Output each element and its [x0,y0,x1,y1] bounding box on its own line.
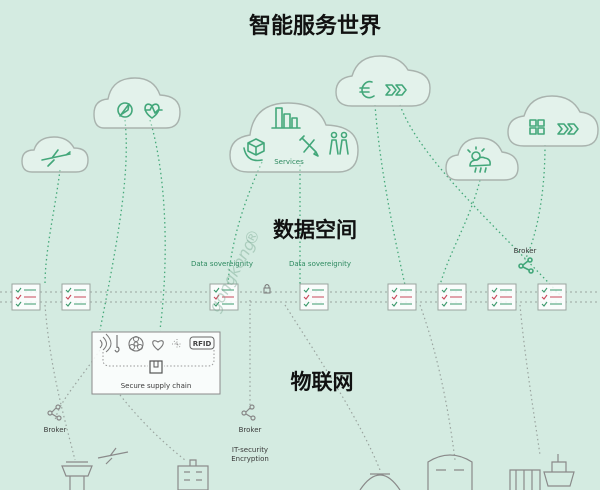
connector-node [487,283,517,311]
package-icon [149,360,163,374]
connector-node [537,283,567,311]
euro-icon [359,80,375,99]
data-sovereignity-label-2: Data sovereignity [289,260,351,268]
chart-icon [271,107,301,129]
ship-icon [543,454,575,487]
tower-icon [61,461,93,490]
warehouse-icon [427,454,473,490]
cloud-services: Services [229,102,359,173]
airplane-ground-icon [97,447,129,465]
people-icon [329,131,349,155]
broker-mid: Broker [239,404,262,434]
link-supply-broker [54,349,101,421]
connector-node [299,283,329,311]
iot-objects [61,447,575,490]
watermark-mark: ® [240,226,264,249]
share-node-icon [47,404,62,421]
crane-icon [509,469,541,490]
connector-node [209,283,239,311]
link-bottom-b [419,304,456,461]
cloud-euro [335,55,431,107]
link-airplane-cloud [44,169,61,286]
layer-title-top: 智能服务世界 [249,13,381,39]
compass-icon [117,102,133,118]
gear-small-icon [172,339,182,349]
secure-supply-chain-panel: RFID Secure supply chain [91,331,221,395]
thermometer-icon [114,335,120,353]
connector-node [387,283,417,311]
rfid-label: RFID [193,340,212,348]
connector-node [437,283,467,311]
services-label: Services [274,158,304,166]
tools-icon [299,135,319,157]
share-node-icon [241,404,256,421]
it-security-note: IT-security Encryption [231,446,269,463]
cloud-compass-health [93,77,181,129]
link-bottom-c [519,304,541,456]
it-security-label: IT-security [232,446,268,454]
link-tower [44,304,76,461]
grid-icon [529,119,545,135]
share-node-icon [518,257,534,274]
cloud-grid [507,95,599,147]
link-building [119,394,186,461]
cloud-links [44,104,561,471]
broker-top-label: Broker [514,247,537,255]
biohazard-icon [128,336,144,352]
rfid-tag: RFID [189,336,215,350]
link-euro-cloud-far [399,104,561,296]
link-euro-cloud [374,104,406,286]
layer-title-bottom: 物联网 [291,370,354,394]
cloud-weather [445,137,519,181]
lock-icon [263,284,271,294]
connector-node [61,283,91,311]
broker-left-label: Broker [44,426,67,434]
heart-icon [152,340,164,351]
broker-top: Broker [514,247,537,274]
link-bottom-a [284,304,381,471]
weather-icon [467,146,491,173]
layer-title-middle: 数据空间 [273,218,357,242]
airplane-icon [41,149,71,167]
link-compass-cloud [99,119,127,331]
data-sovereignity-label-1: Data sovereignity [191,260,253,268]
link-health-cloud [149,119,166,331]
dome-icon [359,473,401,490]
secure-supply-chain-label: Secure supply chain [121,382,192,390]
signal-icon [99,333,112,353]
link-weather-cloud [439,179,481,286]
link-grid-cloud [524,144,546,261]
broker-mid-label: Broker [239,426,262,434]
health-icon [144,103,163,119]
broker-left: Broker [44,404,67,434]
cloud-airplane [21,136,89,173]
box-icon [243,138,265,162]
chevrons-icon [557,123,579,135]
encryption-label: Encryption [231,455,269,463]
chevrons-icon [385,84,407,96]
building-icon [177,459,209,490]
connector-node [11,283,41,311]
connector-nodes [11,283,567,311]
